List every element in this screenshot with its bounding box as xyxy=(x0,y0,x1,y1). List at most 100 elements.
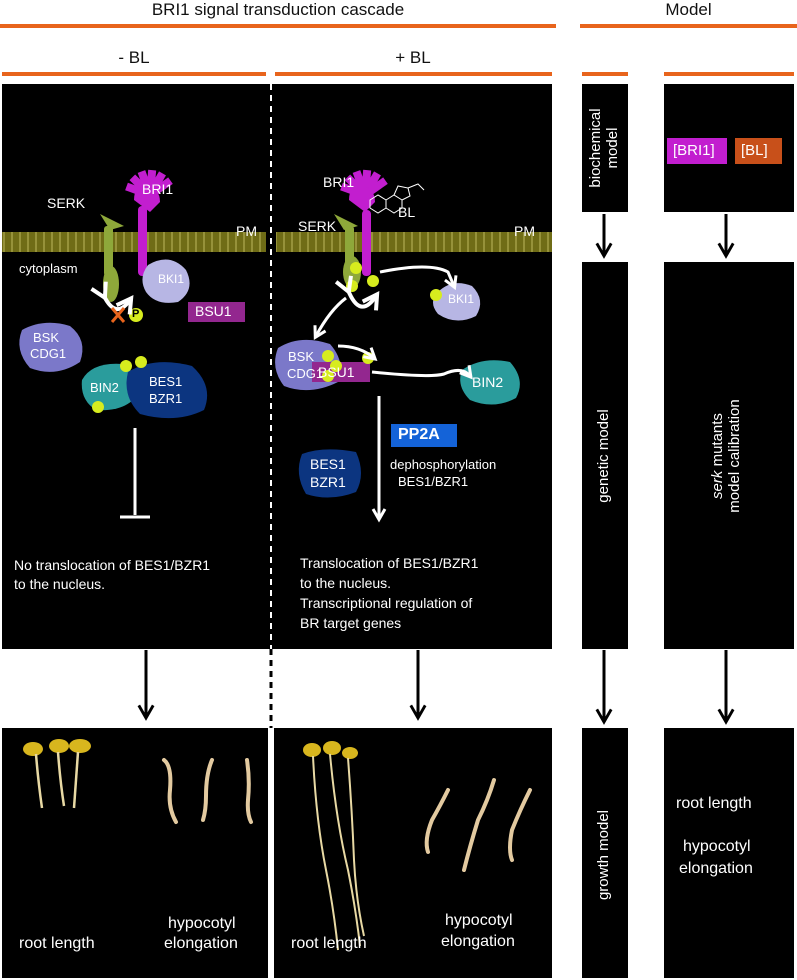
seedlings-left-roots xyxy=(23,739,91,809)
left-hypocotyl-label-1: hypocotyl xyxy=(168,915,236,932)
phospho-bin2-bottom xyxy=(92,401,104,413)
bsu1-bin2-arrow xyxy=(371,364,473,380)
plus-bl-header: + BL xyxy=(395,48,431,67)
minus-bl-rule xyxy=(2,72,266,76)
left-photo-panel xyxy=(2,728,268,978)
seedlings-left-hypocotyl xyxy=(162,758,253,824)
calibration-label: serk mutants model calibration xyxy=(709,386,749,526)
serk-italic: serk xyxy=(709,470,726,499)
model-elongation: elongation xyxy=(679,860,753,877)
right-hypocotyl-label-2: elongation xyxy=(441,933,515,950)
bki1-label-left: BKI1 xyxy=(158,272,185,286)
dephos-line-2: BES1/BZR1 xyxy=(398,474,469,489)
bin2-right xyxy=(460,360,520,405)
bl-model-label: [BL] xyxy=(741,142,768,159)
bri1-label-right: BRI1 xyxy=(323,174,355,190)
genetic-model-box xyxy=(582,262,628,649)
bsk-label-right: BSK xyxy=(288,349,315,364)
model-col1-rule xyxy=(582,72,628,76)
bri1-model-label: [BRI1] xyxy=(673,142,715,159)
genetic-model-label: genetic model xyxy=(595,409,612,503)
pp2a-label: PP2A xyxy=(398,426,440,443)
phospho-bsk-3 xyxy=(322,370,334,382)
bin2-left xyxy=(81,363,139,411)
transphos-arrow-right xyxy=(334,275,380,311)
pp2a-box xyxy=(391,424,457,447)
phospho-bsk-2 xyxy=(330,360,342,372)
dephos-line-1: dephosphorylation xyxy=(390,457,497,472)
left-hypocotyl-label-2: elongation xyxy=(164,935,238,952)
bsu1-box-left xyxy=(188,302,245,322)
biochemical-line-2: model xyxy=(604,127,622,169)
minus-bl-header: - BL xyxy=(118,48,150,67)
bri1-receptor-left xyxy=(125,169,173,276)
seedlings-right-roots xyxy=(303,741,365,951)
phospho-bsk-1 xyxy=(322,350,334,362)
left-caption-1: No translocation of BES1/BZR1 xyxy=(14,557,211,573)
serk-rest: mutants xyxy=(709,413,726,471)
bki1-label-right: BKI1 xyxy=(448,292,475,306)
model-root-length: root length xyxy=(676,795,752,812)
calibration-line: model calibration xyxy=(726,399,744,513)
seedlings-right-hypocotyl xyxy=(424,778,532,872)
bes1-label-left: BES1 xyxy=(149,374,183,389)
biochemical-model-label: biochemical model xyxy=(587,98,623,198)
p-label-bki1-left: P xyxy=(132,308,140,320)
phospho-bin2-top1 xyxy=(120,360,132,372)
right-caption-1: Translocation of BES1/BZR1 xyxy=(300,555,479,571)
cascade-header: BRI1 signal transduction cascade xyxy=(151,0,405,19)
bin2-label-left: BIN2 xyxy=(90,380,119,395)
pm-label-left: PM xyxy=(236,223,257,239)
bsk-cdg1-left xyxy=(19,322,83,372)
bki1-release-arrow xyxy=(379,265,458,291)
phospho-bri1-right xyxy=(367,275,379,287)
serk-left xyxy=(100,214,124,302)
cdg1-label-right: CDG1 xyxy=(287,366,324,381)
model-header: Model xyxy=(665,0,712,19)
bki1-right xyxy=(433,283,481,321)
serk-mutants-line: serk mutants xyxy=(709,386,726,526)
bri1-model-box xyxy=(667,138,727,164)
bes1-label-right: BES1 xyxy=(310,456,346,472)
plus-bl-rule xyxy=(275,72,552,76)
growth-model-box xyxy=(582,728,628,978)
membrane-left xyxy=(2,232,266,252)
calibration-box xyxy=(664,262,794,649)
transphos-arrow-left xyxy=(90,281,134,315)
bes1-bzr1-right xyxy=(298,449,361,498)
phospho-serk-right-2 xyxy=(350,262,362,274)
bki1-left xyxy=(142,259,190,303)
bes1-bzr1-left xyxy=(126,362,208,419)
phospho-bki1-right xyxy=(430,289,442,301)
serk-label-left: SERK xyxy=(47,195,86,211)
growth-readout-box xyxy=(664,728,794,978)
model-hypocotyl: hypocotyl xyxy=(683,838,751,855)
blocked-x xyxy=(110,307,126,323)
bsk-bsu1-arrow xyxy=(337,344,378,361)
bl-label: BL xyxy=(398,204,416,220)
model-col2-rule xyxy=(664,72,794,76)
cytoplasm-label: cytoplasm xyxy=(19,261,78,276)
phospho-bin2-top2 xyxy=(135,356,147,368)
bl-ligand xyxy=(369,183,425,214)
bin2-label-right: BIN2 xyxy=(472,374,504,390)
bzr1-label-right: BZR1 xyxy=(310,474,346,490)
bzr1-label-left: BZR1 xyxy=(149,391,183,406)
growth-model-label: growth model xyxy=(595,809,612,901)
right-hypocotyl-label-1: hypocotyl xyxy=(445,912,513,929)
right-caption-2: to the nucleus. xyxy=(300,575,392,591)
biochemical-model-box xyxy=(582,84,628,212)
serk-label-right: SERK xyxy=(298,218,337,234)
model-rule xyxy=(580,24,797,28)
bsu1-label-right: BSU1 xyxy=(318,364,355,380)
right-caption-4: BR target genes xyxy=(300,615,402,631)
bsk-activation-arrow xyxy=(313,296,347,340)
bri1-receptor-right xyxy=(340,169,388,276)
membrane-right xyxy=(276,232,552,252)
bri1-label-left: BRI1 xyxy=(142,181,174,197)
bl-model-box xyxy=(735,138,782,164)
right-root-length-label: root length xyxy=(291,935,367,952)
cdg1-label-left: CDG1 xyxy=(30,346,67,361)
left-caption-2: to the nucleus. xyxy=(14,576,106,592)
right-photo-panel xyxy=(274,728,552,978)
